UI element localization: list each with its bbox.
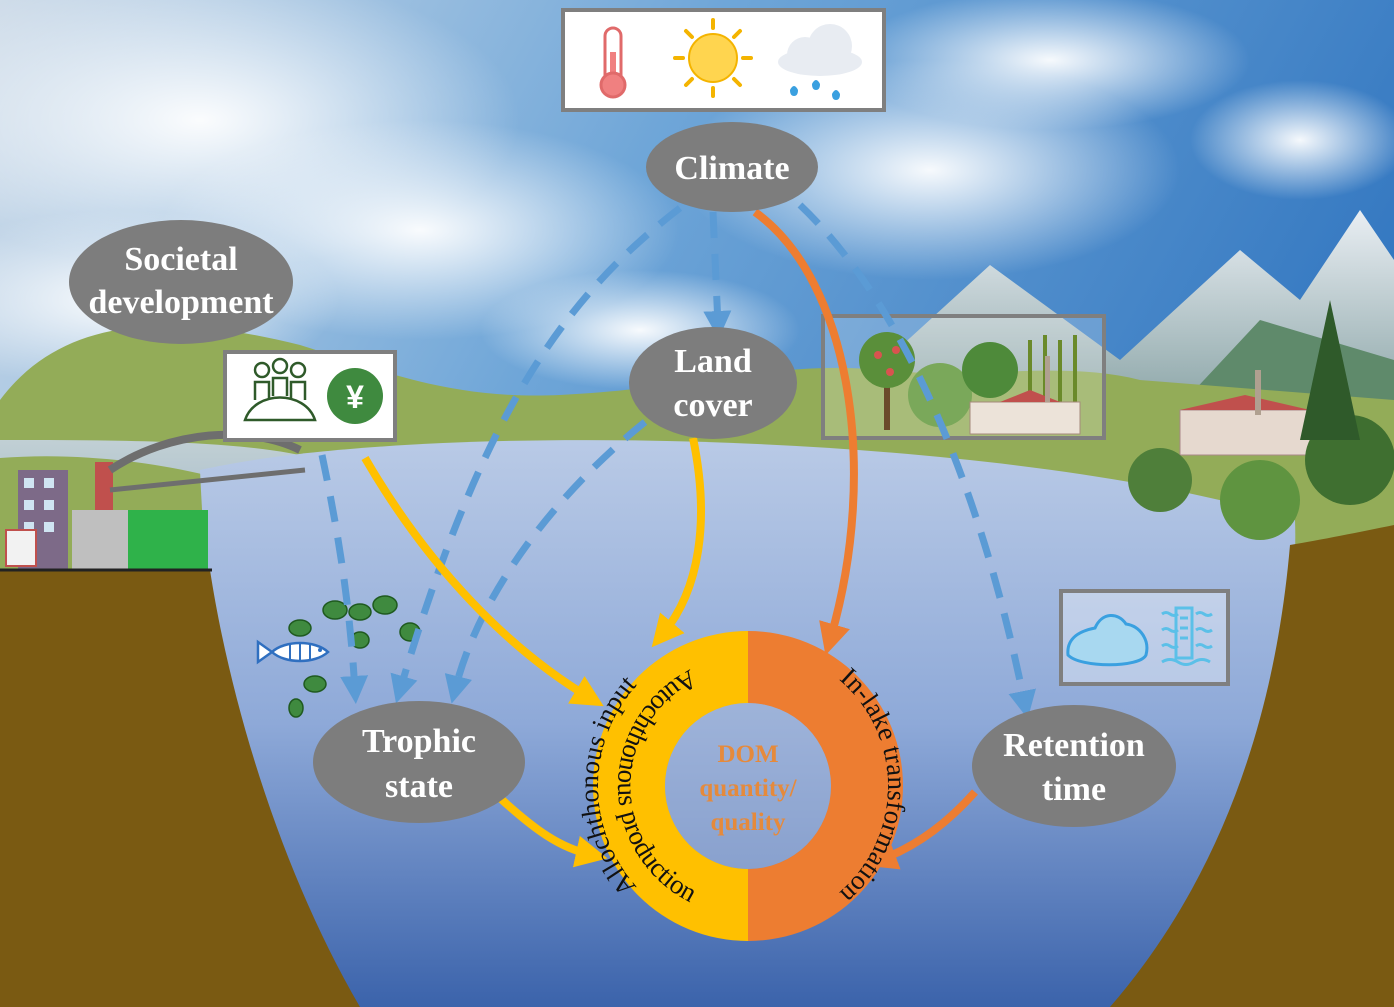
yuan-coin-icon: ¥ — [327, 368, 383, 424]
climate-label: Climate — [674, 150, 789, 187]
landcover-icon-box — [821, 314, 1106, 440]
right-vegetation — [1128, 300, 1394, 540]
retention-line1: Retention — [1003, 727, 1145, 764]
arrow-societal-to-dom — [361, 455, 604, 707]
node-societal: Societal development — [69, 220, 293, 344]
water-gauge-icon — [1161, 606, 1213, 666]
arrow-landcover-to-dom — [651, 437, 705, 648]
lake-icon — [1066, 614, 1149, 667]
node-retention: Retention time — [972, 705, 1176, 827]
dom-ring: Allochthonous input Autochthonous produc… — [574, 631, 912, 941]
landcover-line1: Land — [674, 343, 752, 380]
soil-left — [0, 570, 360, 1007]
clouds — [0, 0, 1394, 390]
svg-text:¥: ¥ — [346, 379, 364, 415]
sun-icon — [673, 18, 753, 98]
node-trophic: Trophic state — [313, 701, 525, 823]
yellow-arrows — [361, 437, 705, 868]
arrow-climate-to-landcover — [703, 211, 732, 339]
factory-icon — [969, 356, 1081, 435]
landcover-line2: cover — [673, 387, 752, 424]
society-icon-box: ¥ — [223, 350, 397, 442]
arrow-trophic-to-dom — [497, 795, 608, 868]
societal-line2: development — [88, 284, 274, 321]
arrow-retention-to-dom — [865, 789, 978, 870]
dom-line2: quantity/ — [699, 775, 797, 802]
population-icon — [243, 357, 317, 422]
retention-icon-box — [1059, 589, 1230, 686]
trophic-line1: Trophic — [362, 723, 476, 760]
ring-left-half — [593, 631, 748, 941]
thermometer-icon — [599, 26, 627, 99]
node-climate: Climate — [646, 122, 818, 212]
rain-cloud-icon — [778, 24, 862, 100]
dashed-arrows — [318, 202, 1036, 719]
ring-right-half — [748, 631, 903, 941]
retention-line2: time — [1042, 771, 1106, 808]
trophic-line2: state — [385, 768, 453, 805]
arrow-climate-to-retention — [797, 202, 1036, 719]
soil-right — [1110, 525, 1394, 1007]
dom-title: DOM — [717, 741, 778, 768]
fish-icon — [256, 639, 330, 665]
orange-arrows — [752, 208, 978, 870]
dom-line3: quality — [710, 809, 786, 836]
climate-icon-box — [561, 8, 886, 112]
arrow-climate-to-dom — [752, 208, 858, 656]
societal-line1: Societal — [124, 241, 237, 278]
town-buildings — [0, 430, 306, 572]
arrow-climate-to-trophic — [390, 205, 683, 704]
arrow-landcover-to-trophic — [444, 419, 648, 704]
ring-center — [665, 703, 831, 869]
node-land-cover: Land cover — [629, 327, 797, 439]
